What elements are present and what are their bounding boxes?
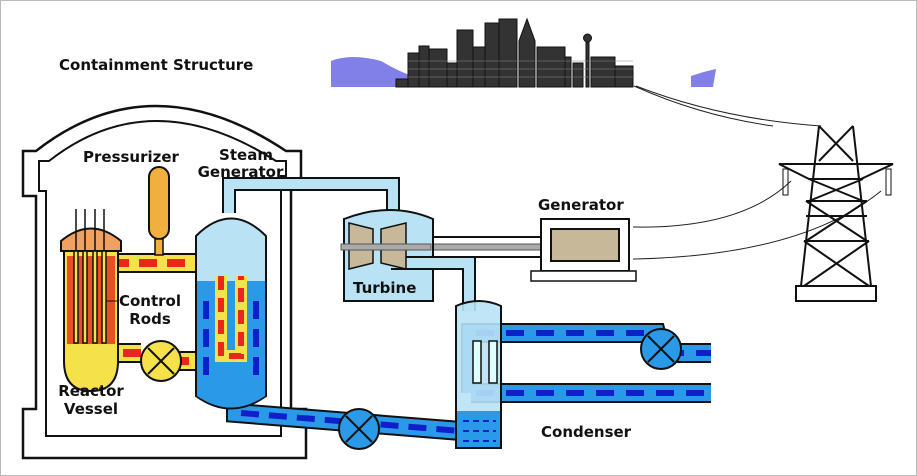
steam-generator [195,217,267,410]
pressurizer-label: Pressurizer [83,148,179,166]
city-skyline [331,17,716,88]
control-rods-label-line2: Rods [129,310,171,328]
cooling-water-loop [461,323,711,403]
containment-structure-label: Containment Structure [59,56,254,74]
steam-generator-label-line1: Steam [219,146,273,164]
transmission-tower [778,125,894,302]
turbine-label: Turbine [353,279,417,297]
condenser [455,300,502,449]
steam-generator-label-line2: Generator [197,163,284,181]
turbine [340,209,476,311]
steam-line [222,177,400,213]
containment-structure [21,104,308,460]
feedwater-line [226,391,462,450]
reactor-vessel-label-line1: Reactor [58,382,124,400]
reactor-vessel [60,209,122,393]
control-rods [73,209,107,344]
control-rods-label-line1: Control [118,292,181,310]
generator [425,218,637,282]
reactor-vessel-label-line2: Vessel [63,400,119,418]
pressurizer [148,166,170,256]
generator-label: Generator [538,196,624,214]
power-lines [632,85,882,260]
reactor-coolant-pump [140,340,182,382]
condenser-label: Condenser [541,423,632,441]
